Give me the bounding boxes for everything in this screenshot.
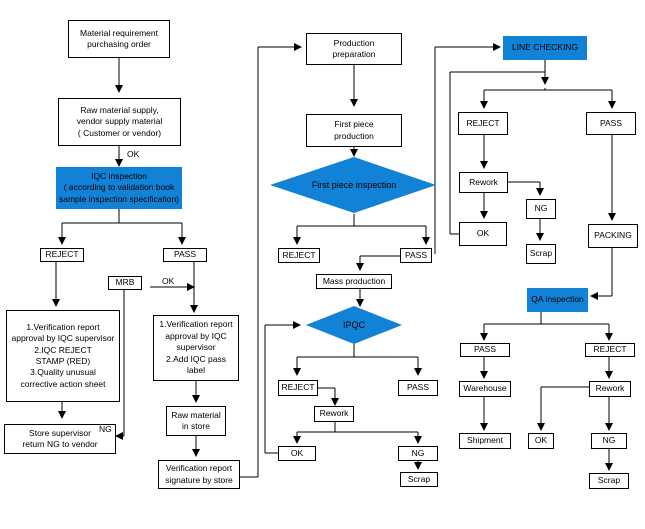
first-piece-box: First piece production — [306, 114, 402, 147]
shipment-box: Shipment — [459, 433, 511, 449]
ipqc-diamond — [306, 306, 402, 344]
ng-label-mrb: NG — [99, 424, 112, 434]
line-checking-box: LINE CHECKING — [503, 36, 587, 60]
lc-pass-box: PASS — [586, 112, 636, 135]
first-piece-inspection-diamond — [270, 157, 436, 213]
iqc-pass-box: PASS — [163, 248, 207, 262]
mass-production-box: Mass production — [316, 274, 392, 289]
ipqc-ng-box: NG — [398, 446, 438, 461]
iqc-reject-box: REJECT — [40, 248, 84, 262]
iqc-inspection-box: IQC inspection ( according to validation… — [56, 167, 182, 209]
ipqc-label: IPQC — [342, 320, 365, 330]
raw-in-store-box: Raw material in store — [166, 406, 226, 436]
lc-rework-box: Rework — [459, 172, 508, 193]
production-prep-box: Production preparation — [306, 33, 402, 65]
lc-reject-box: REJECT — [458, 112, 508, 135]
qa-rework-box: Rework — [589, 381, 631, 397]
lc-ng-box: NG — [526, 199, 556, 219]
fp-pass-box: PASS — [400, 248, 432, 263]
ipqc-pass-box: PASS — [398, 380, 438, 396]
fp-reject-box: REJECT — [278, 248, 320, 263]
warehouse-box: Warehouse — [459, 381, 511, 397]
ok-label-supply: OK — [127, 149, 140, 159]
ipqc-scrap-box: Scrap — [400, 472, 438, 487]
qa-reject-box: REJECT — [585, 343, 635, 357]
verification-signature-box: Verification report signature by store — [158, 460, 240, 489]
first-piece-inspection-label: First piece inspection — [311, 180, 397, 190]
packing-box: PACKING — [588, 224, 638, 248]
ipqc-rework-box: Rework — [314, 406, 354, 422]
qa-pass-box: PASS — [460, 343, 510, 357]
lc-ok-box: OK — [459, 222, 507, 246]
store-supervisor-box: Store supervisor return NG to vendor — [4, 424, 116, 454]
pass-actions-box: 1.Verification report approval by IQC su… — [153, 315, 239, 381]
qa-ok-box: OK — [528, 433, 554, 449]
ok-label-mrb: OK — [162, 276, 175, 286]
qa-scrap-box: Scrap — [589, 473, 629, 489]
lc-scrap-box: Scrap — [526, 244, 556, 264]
ipqc-ok-box: OK — [278, 446, 316, 461]
qa-inspection-box: QA inspection — [527, 288, 588, 312]
material-order-box: Material requirement purchasing order — [68, 20, 170, 58]
qa-ng-box: NG — [591, 433, 627, 449]
raw-supply-box: Raw material supply, vendor supply mater… — [58, 98, 181, 146]
reject-actions-box: 1.Verification report approval by IQC su… — [6, 310, 120, 402]
mrb-box: MRB — [108, 276, 142, 290]
ipqc-reject-box: REJECT — [278, 380, 318, 396]
